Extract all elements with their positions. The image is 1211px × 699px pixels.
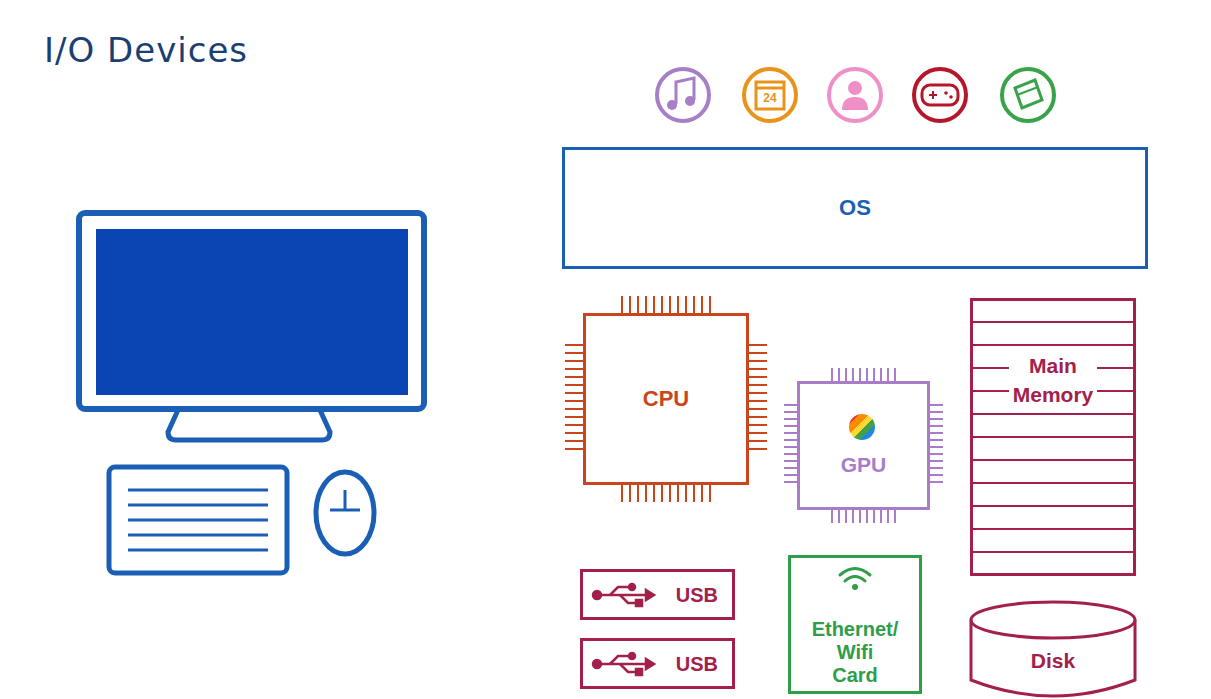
memory-rows [972, 322, 1134, 552]
keyboard-illustration [109, 467, 287, 573]
monitor-illustration [79, 213, 424, 440]
component-label: GPU [841, 452, 887, 477]
component-box: Disk [970, 600, 1136, 696]
component-label: Ethernet/ Wifi Card [812, 618, 899, 687]
wifi-symbol [840, 569, 870, 591]
component-label: USB [676, 583, 718, 607]
disk-cylinder [971, 602, 1135, 696]
component-label: Main Memory [1009, 350, 1098, 411]
component-label: USB [676, 652, 718, 676]
component-box: CPU [583, 313, 749, 485]
gpu-logo [849, 414, 875, 440]
gpu-pins [784, 368, 943, 523]
component-label: CPU [643, 386, 689, 412]
component-box: GPU [797, 381, 930, 510]
mouse-illustration [316, 472, 374, 554]
cpu-pins [565, 296, 767, 502]
component-label: OS [839, 195, 871, 221]
component-box: Ethernet/ Wifi Card [788, 555, 922, 694]
component-box: Main Memory [970, 298, 1136, 576]
app-icons [657, 69, 1054, 121]
calendar-date: 24 [763, 92, 776, 104]
title: I/O Devices [44, 30, 248, 70]
component-label: Disk [1031, 648, 1075, 673]
component-box: USB [580, 638, 735, 689]
component-box: USB [580, 569, 735, 620]
component-box: OS [562, 147, 1148, 269]
usb-symbols [593, 584, 654, 675]
